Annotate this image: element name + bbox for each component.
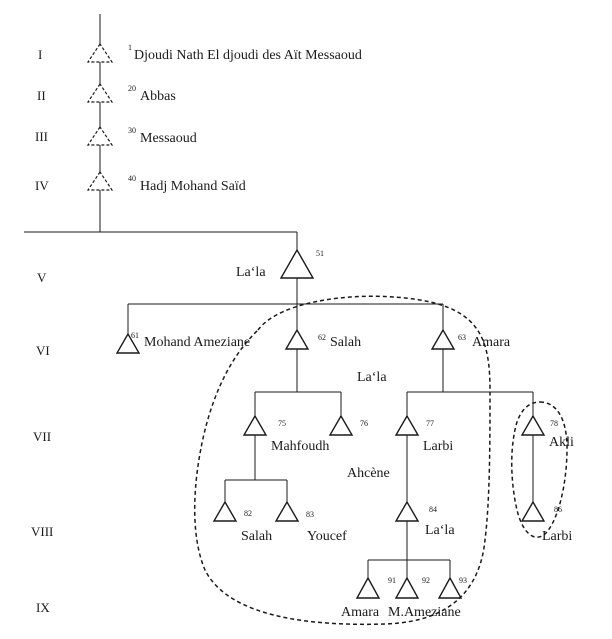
generation-label: III bbox=[35, 129, 48, 144]
person-name: Larbi bbox=[542, 529, 572, 544]
person-name: Amara bbox=[472, 335, 511, 350]
person-number: 77 bbox=[426, 419, 434, 428]
ancestor-triangle bbox=[86, 125, 114, 146]
person-number: 51 bbox=[316, 249, 324, 258]
person-number: 75 bbox=[278, 419, 286, 428]
person-name: Salah bbox=[241, 529, 272, 544]
person-number: 83 bbox=[306, 510, 314, 519]
person-number: 91 bbox=[388, 576, 396, 585]
person-number: 30 bbox=[128, 126, 136, 135]
person-number: 62 bbox=[318, 333, 326, 342]
person-triangle bbox=[242, 414, 268, 436]
person-name: Mohand Ameziane bbox=[144, 335, 250, 350]
person-name: Djoudi Nath El djoudi des Aït Messaoud bbox=[134, 48, 362, 63]
ancestor-triangle bbox=[86, 82, 114, 103]
person-name: Hadj Mohand Saïd bbox=[140, 179, 246, 194]
generation-label: VIII bbox=[31, 524, 53, 539]
generation-label: IX bbox=[36, 600, 50, 615]
ancestor-triangle bbox=[86, 42, 114, 63]
ancestor-triangle bbox=[86, 170, 114, 191]
person-number: 78 bbox=[550, 419, 558, 428]
person-name: La‘la bbox=[425, 523, 455, 538]
person-number: 63 bbox=[458, 333, 466, 342]
person-triangle bbox=[520, 500, 546, 522]
annotation-label: Ahcène bbox=[347, 466, 390, 481]
person-triangle bbox=[394, 576, 420, 599]
person-number: 92 bbox=[422, 576, 430, 585]
person-number: 76 bbox=[360, 419, 368, 428]
person-name: Youcef bbox=[307, 529, 347, 544]
person-name: Akli bbox=[549, 435, 574, 450]
person-triangle bbox=[355, 576, 381, 599]
generation-label: II bbox=[37, 88, 46, 103]
person-triangle bbox=[212, 500, 238, 522]
person-name: Abbas bbox=[140, 89, 176, 104]
person-triangle bbox=[115, 332, 141, 354]
person-number: 84 bbox=[429, 505, 437, 514]
generation-label: VII bbox=[33, 429, 51, 444]
generation-label: I bbox=[38, 47, 42, 62]
person-name: Amara bbox=[341, 605, 380, 620]
person-name: Salah bbox=[330, 335, 361, 350]
person-name: Mahfoudh bbox=[271, 439, 329, 454]
person-triangle bbox=[430, 328, 456, 350]
annotation-label: La‘la bbox=[357, 370, 387, 385]
person-name: Messaoud bbox=[140, 131, 197, 146]
person-triangle bbox=[274, 500, 300, 522]
person-triangle bbox=[328, 414, 354, 436]
person-triangle bbox=[394, 414, 420, 436]
generation-label: VI bbox=[36, 343, 50, 358]
person-number: 61 bbox=[131, 331, 139, 340]
person-triangle bbox=[520, 414, 546, 436]
person-triangle bbox=[284, 328, 310, 350]
household-loop-large bbox=[193, 295, 491, 626]
person-number: 20 bbox=[128, 84, 136, 93]
person-number: 93 bbox=[459, 576, 467, 585]
generation-label: IV bbox=[35, 178, 49, 193]
person-triangle bbox=[394, 500, 420, 522]
generation-label: V bbox=[37, 270, 47, 285]
person-name: La‘la bbox=[236, 265, 266, 280]
person-name: Larbi bbox=[423, 439, 453, 454]
person-number: 40 bbox=[128, 174, 136, 183]
person-triangle bbox=[437, 576, 463, 599]
person-number: 1 bbox=[128, 43, 132, 52]
household-loop-small bbox=[511, 401, 568, 538]
person-number: 82 bbox=[244, 509, 252, 518]
person-name: M.Ameziane bbox=[388, 605, 461, 620]
person-triangle bbox=[279, 248, 315, 279]
